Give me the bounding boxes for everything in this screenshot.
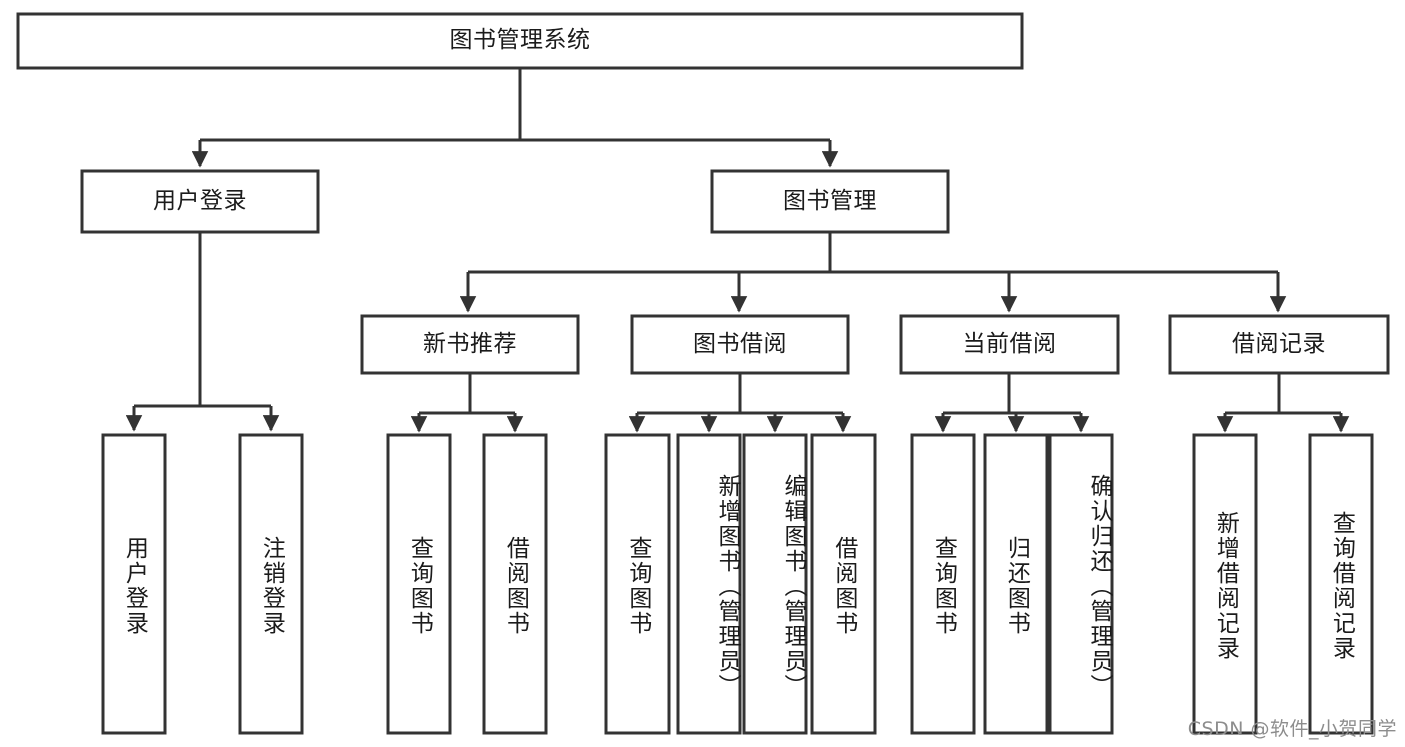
node-box-user-login[interactable] [80,169,320,234]
node-box-leaf-confirm-return[interactable] [1048,433,1114,735]
node-box-leaf-logout[interactable] [238,433,304,735]
node-box-leaf-query-record[interactable] [1308,433,1374,735]
node-box-borrow-record[interactable] [1168,314,1390,375]
node-box-leaf-query-book-2[interactable] [604,433,671,735]
node-box-new-book[interactable] [360,314,580,375]
node-box-root[interactable] [16,12,1024,70]
node-box-leaf-query-book-3[interactable] [910,433,976,735]
watermark-text: CSDN @软件_小贺同学 [1187,718,1397,740]
node-box-leaf-query-book-1[interactable] [386,433,452,735]
node-box-leaf-borrow-book-1[interactable] [482,433,548,735]
node-box-leaf-user-login[interactable] [101,433,167,735]
node-box-leaf-add-record[interactable] [1192,433,1258,735]
node-box-leaf-borrow-book-2[interactable] [810,433,877,735]
node-box-leaf-return-book[interactable] [983,433,1049,735]
node-box-book-borrow[interactable] [630,314,850,375]
node-box-leaf-edit-book[interactable] [742,433,808,735]
node-box-book-management[interactable] [710,169,950,234]
node-box-current-borrow[interactable] [899,314,1120,375]
node-box-leaf-add-book[interactable] [676,433,742,735]
